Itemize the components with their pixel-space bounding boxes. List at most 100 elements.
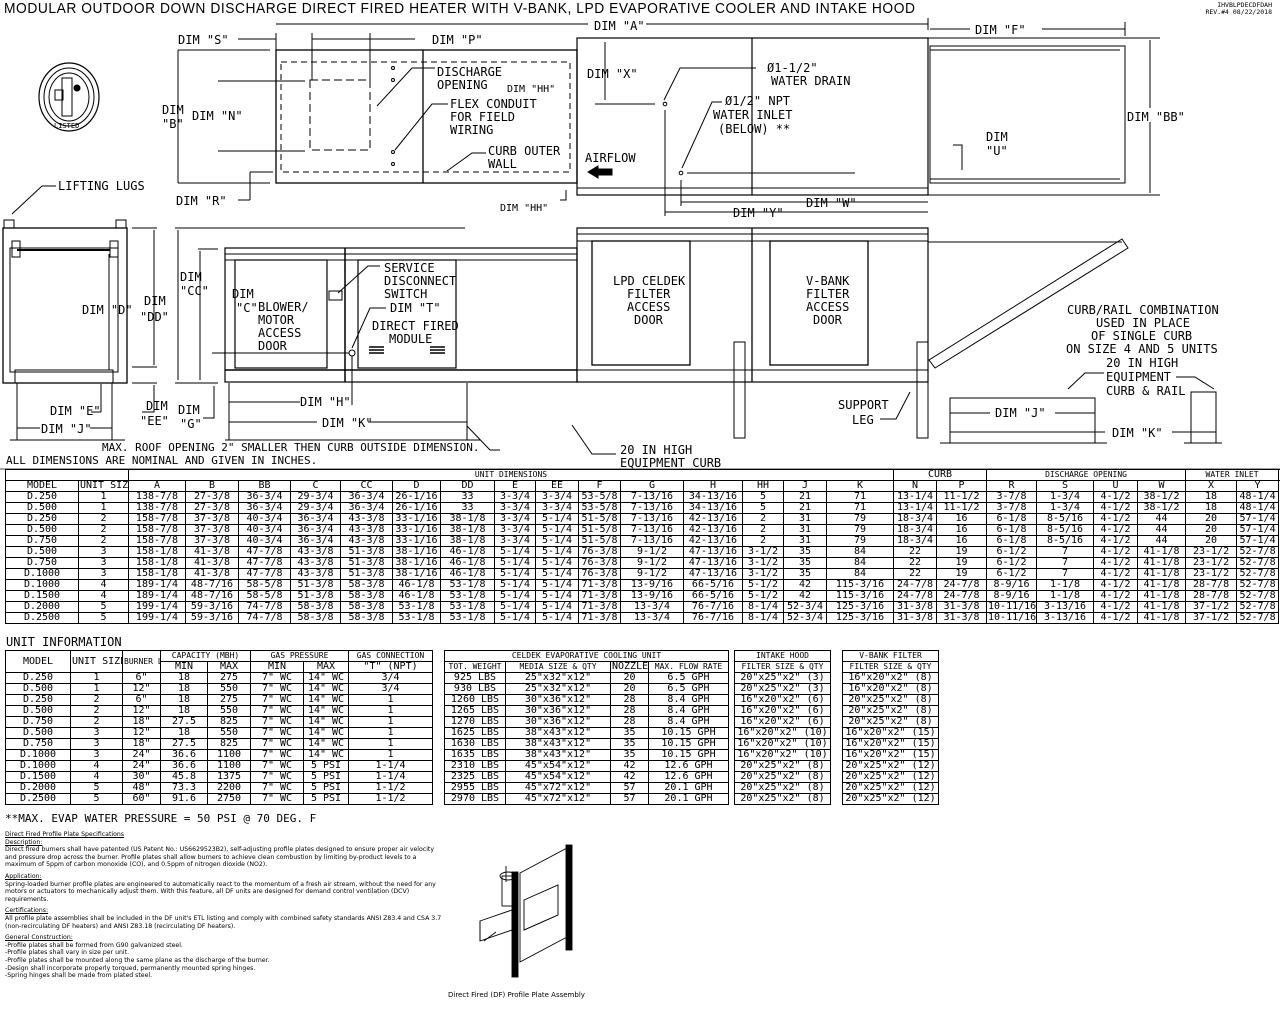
table-cell: 38-1/16 — [392, 568, 441, 580]
table-cell: 28 — [610, 705, 649, 717]
table-cell: 1 — [348, 749, 434, 761]
table-cell: 18" — [122, 738, 161, 750]
table-cell: 5 — [70, 793, 123, 805]
column-header: GAS CONNECTION — [348, 650, 434, 662]
table-cell: 38-1/8 — [440, 524, 495, 536]
table-cell: 4-1/2 — [1093, 590, 1139, 602]
table-cell: 79 — [825, 524, 895, 536]
table-cell: 9-1/2 — [620, 568, 684, 580]
table-row: 20"x25"x2" (8) — [734, 793, 831, 805]
table-cell: 38"x43"x12" — [505, 749, 611, 761]
table-cell: 36-3/4 — [340, 502, 393, 514]
table-row: 20"x25"x2" (12) — [842, 793, 939, 805]
table-cell: 53-1/8 — [440, 601, 495, 613]
table-cell: 5-1/4 — [494, 568, 536, 580]
table-cell: 6-1/8 — [986, 535, 1038, 547]
table-row: 20"x25"x2" (12) — [842, 771, 939, 783]
table-cell: 18 — [160, 727, 208, 739]
table-cell: 40-3/4 — [238, 524, 291, 536]
table-cell: 125-3/16 — [825, 612, 895, 624]
table-cell: 37-3/8 — [185, 535, 239, 547]
table-cell: 158-7/8 — [128, 513, 186, 525]
roof-opening-note: MAX. ROOF OPENING 2" SMALLER THEN CURB O… — [102, 441, 480, 454]
table-cell: 925 LBS — [444, 672, 506, 684]
table-cell: 8-9/16 — [986, 579, 1038, 591]
table-cell: 76-3/8 — [578, 557, 621, 569]
table-cell: 35 — [610, 738, 649, 750]
table-cell: 3 — [70, 749, 123, 761]
table-cell: 2 — [70, 716, 123, 728]
dim-k-label-rail: DIM "K" — [1112, 426, 1163, 440]
column-header: N — [893, 480, 938, 492]
table-cell: 23-1/2 — [1185, 557, 1238, 569]
table-cell: 46-1/8 — [440, 546, 495, 558]
table-cell: 115-3/16 — [825, 579, 895, 591]
lpd-door-label-1: LPD CELDEK — [613, 274, 686, 288]
table-cell: 38"x43"x12" — [505, 727, 611, 739]
table-cell: 5-1/4 — [494, 546, 536, 558]
table-cell: 52-7/8 — [1236, 557, 1280, 569]
certifications-text: All profile plate assemblies shall be in… — [5, 914, 442, 930]
table-row: 20"x25"x2" (8) — [734, 760, 831, 772]
column-header: MIN — [250, 661, 304, 673]
column-header: MAX — [207, 661, 251, 673]
table-cell: D.250 — [5, 491, 79, 503]
table-row: 16"x20"x2" (10) — [734, 738, 831, 750]
table-cell: 51-3/8 — [340, 557, 393, 569]
table-cell: 53-1/8 — [440, 612, 495, 624]
blower-door-label-1: BLOWER/ — [258, 300, 309, 314]
table-cell: 14" WC — [302, 694, 350, 706]
table-cell: 1100 — [207, 760, 251, 772]
table-cell: 33-1/16 — [392, 535, 441, 547]
table-cell: 3/4 — [348, 683, 434, 695]
table-cell: 4-1/2 — [1093, 601, 1139, 613]
table-cell: 14" WC — [302, 716, 350, 728]
table-cell: 2970 LBS — [444, 793, 506, 805]
table-cell: 18-3/4 — [893, 524, 938, 536]
table-cell: 58-5/8 — [238, 579, 291, 591]
table-cell: 31 — [783, 513, 827, 525]
table-cell: 6-1/8 — [986, 524, 1038, 536]
table-cell: 5-1/4 — [535, 513, 579, 525]
table-cell: 71-3/8 — [578, 579, 621, 591]
table-cell: D.500 — [5, 683, 71, 695]
table-cell: 5-1/4 — [494, 557, 536, 569]
table-cell: 43-3/8 — [290, 557, 341, 569]
table-cell: 19 — [936, 557, 988, 569]
lifting-lugs-label: LIFTING LUGS — [58, 179, 145, 193]
table-cell: 20 — [610, 672, 649, 684]
table-row: 20"x25"x2" (8) — [842, 705, 939, 717]
table-cell: 79 — [825, 513, 895, 525]
table-cell: 5 PSI — [302, 782, 350, 794]
dim-ee-label-2: "EE" — [140, 414, 169, 428]
table-cell: 38-1/16 — [392, 546, 441, 558]
header-row: CELDEK EVAPORATIVE COOLING UNIT — [444, 650, 729, 662]
table-cell: 3-3/4 — [494, 535, 536, 547]
table-cell: 1260 LBS — [444, 694, 506, 706]
table-cell: 1 — [348, 727, 434, 739]
table-cell: 275 — [207, 694, 251, 706]
table-cell: 5-1/4 — [535, 590, 579, 602]
table-cell: 20.1 GPH — [648, 793, 729, 805]
table-cell: 31 — [783, 524, 827, 536]
table-cell: 16"x20"x2" (8) — [842, 683, 939, 695]
table-cell: 53-1/8 — [440, 590, 495, 602]
column-header: FILTER SIZE & QTY — [842, 661, 939, 673]
table-cell: 33-1/16 — [392, 513, 441, 525]
flex-conduit-label-1: FLEX CONDUIT — [450, 97, 537, 111]
table-row: 20"x25"x2" (8) — [734, 782, 831, 794]
table-cell: 24-7/8 — [936, 579, 988, 591]
blower-door-label-2: MOTOR — [258, 313, 295, 327]
table-cell: 2955 LBS — [444, 782, 506, 794]
table-cell: 5-1/2 — [742, 590, 784, 602]
direct-fired-module-label-1: DIRECT FIRED — [372, 319, 459, 333]
table-cell: 20"x25"x2" (8) — [734, 793, 831, 805]
